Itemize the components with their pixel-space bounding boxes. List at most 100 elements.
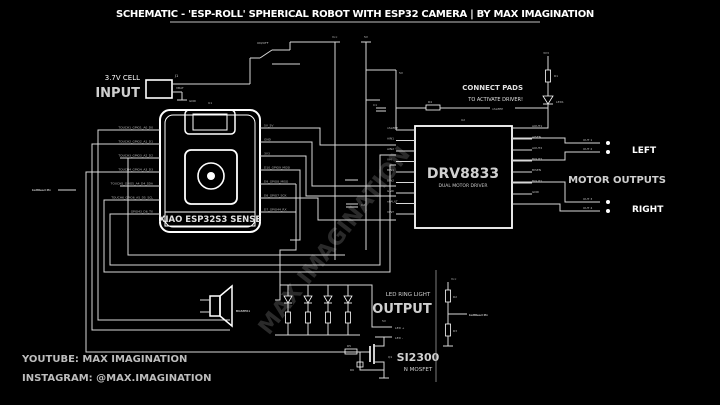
c2-label: C2 xyxy=(361,203,365,207)
youtube-credit: YOUTUBE: MAX IMAGINATION xyxy=(21,354,187,365)
rail-vbat-label: Vcc xyxy=(332,35,338,39)
buzzer-icon xyxy=(209,295,221,317)
resistor-r4 xyxy=(425,104,441,111)
buzzer: BUZZER1 xyxy=(200,284,250,328)
led-diode-icon xyxy=(303,295,313,304)
led-plus-label: LED + xyxy=(395,326,405,330)
module-name: XIAO ESP32S3 SENSE xyxy=(159,215,262,225)
connect-pads-line2: TO ACTIVATE DRIVER! xyxy=(467,97,523,103)
r2-label: R2 xyxy=(453,295,457,299)
page-title: SCHEMATIC - 'ESP-ROLL' SPHERICAL ROBOT W… xyxy=(116,9,594,20)
led-ring-label-2: OUTPUT xyxy=(372,302,432,317)
resistor-r6 xyxy=(356,361,364,368)
connect-pads-line1: CONNECT PADS xyxy=(462,84,523,92)
esp-left-pin-label: TOUCH2_GPIO2_A1_D1 xyxy=(117,140,153,144)
led-diode-icon xyxy=(283,295,293,304)
drv-right-pin-label: AOUT2 xyxy=(532,146,542,150)
rail-vm-label: 5V xyxy=(399,71,404,75)
j1-label: J1 xyxy=(174,74,178,78)
drv-right-pin-label: BISEN xyxy=(532,168,541,172)
esp-left-pin-label: GPIO43_D6_TX xyxy=(131,210,153,214)
left-label: LEFT xyxy=(632,146,657,156)
esp-right-pin-label: D10_GPIO9_MOSI xyxy=(264,166,290,170)
camera-connector xyxy=(184,109,236,135)
esp32-module: U1 XIAO ESP32S3 SENSE TOUCH1_GPIO1_A0_D0… xyxy=(32,101,296,233)
out1-terminal xyxy=(606,141,610,145)
drv-left-pin-label: nSLEEP xyxy=(387,126,398,130)
divider-output-label: battRead Pin xyxy=(469,313,488,317)
c1-label: C1 xyxy=(373,103,377,107)
led-array xyxy=(283,285,353,335)
drv8833-driver: U2 DRV8833 DUAL MOTOR DRIVER nSLEEPAIN1A… xyxy=(387,51,564,229)
motor-outputs-label: MOTOR OUTPUTS xyxy=(568,175,666,186)
drv-right-pin-label: BOUT2 xyxy=(532,157,542,161)
out3-terminal xyxy=(606,200,610,204)
mosfet-label-1: SI2300 xyxy=(397,351,440,364)
esp32-board-outline xyxy=(159,109,261,233)
out1-label: OUT 1 xyxy=(583,138,592,142)
vbat-label: VBAT xyxy=(176,86,184,90)
r3-label: R3 xyxy=(453,329,457,333)
cell-label-top: 3.7V CELL xyxy=(105,74,140,82)
esp-left-pin-label: TOUCH1_GPIO1_A0_D0 xyxy=(117,126,153,130)
drv-name: DRV8833 xyxy=(427,166,499,182)
drv-right-pin-label: AISEN xyxy=(532,135,541,139)
gnd-label: GND xyxy=(189,99,197,103)
r4-label: R4 xyxy=(428,100,432,104)
divider-vcc-label: Vcc xyxy=(451,277,457,281)
control-wiring xyxy=(85,127,396,353)
drv-right-pin-label: GND xyxy=(532,190,540,194)
battery-divider: Vcc R2 battRead Pin R3 xyxy=(435,270,488,382)
mosfet-label-2: N MOSFET xyxy=(404,367,433,373)
led-diode-icon xyxy=(323,295,333,304)
drv-right-pin-label: AOUT1 xyxy=(532,124,542,128)
cell-label-bottom: INPUT xyxy=(95,86,140,101)
drv-left-pin-label: BIN1 xyxy=(387,168,394,172)
r6-label: R6 xyxy=(350,368,354,372)
ring-5v-label: 5V xyxy=(382,319,387,323)
drv8833-body xyxy=(414,125,513,229)
resistor-r2 xyxy=(445,289,451,303)
led1-rail-label: 3V3 xyxy=(543,51,549,55)
mosfet-circuit: R5 Q1 R6 SI2300 N MOSFET xyxy=(330,336,440,379)
esp-right-pin-label: GND xyxy=(264,138,272,142)
led1-label: LED1 xyxy=(556,100,564,104)
esp32-right-pins: 5V_5VGND3V3D10_GPIO9_MOSID9_GPIO8_MISOD8… xyxy=(260,124,296,213)
drv-left-pin-label: BIN2 xyxy=(387,179,394,183)
led-resistor xyxy=(305,311,311,324)
motor-outputs: OUT 1 OUT 2 OUT 3 OUT 4 LEFT RIGHT MOTOR… xyxy=(512,137,666,215)
r5-label: R5 xyxy=(347,344,351,348)
esp-right-pin-label: 3V3 xyxy=(264,152,270,156)
drv-subtitle: DUAL MOTOR DRIVER xyxy=(438,183,487,189)
led-diode-icon xyxy=(343,295,353,304)
batt-read-label: battRead Pin xyxy=(32,188,51,192)
buzzer-label: BUZZER1 xyxy=(236,309,250,313)
instagram-credit: INSTAGRAM: @MAX.IMAGINATION xyxy=(22,373,211,384)
q1-label: Q1 xyxy=(388,355,392,359)
switch-label: ON/OFF xyxy=(257,41,269,45)
drv-left-pin-label: GND xyxy=(387,189,395,193)
drv-left-pin-label: VM xyxy=(387,158,392,162)
drv-left-pin-label: VINT xyxy=(387,210,394,214)
out4-label: OUT 4 xyxy=(583,206,592,210)
led-resistor xyxy=(325,311,331,324)
rail-5v-label: 5V xyxy=(364,35,369,39)
out2-terminal xyxy=(606,150,610,154)
esp32-left-pins: TOUCH1_GPIO1_A0_D0TOUCH2_GPIO2_A1_D1TOUC… xyxy=(110,126,160,215)
battery-connector-j1 xyxy=(145,79,173,99)
out4-terminal xyxy=(606,209,610,213)
esp-left-pin-label: TOUCH5_GPIO5_A4_D4_SDA xyxy=(110,182,154,186)
led1-diode-icon xyxy=(542,95,554,105)
esp-right-pin-label: D9_GPIO8_MISO xyxy=(264,180,289,184)
drv-left-pin-label: AIN1 xyxy=(387,137,394,141)
led-resistor xyxy=(345,311,351,324)
esp-right-pin-label: D7_GPIO44_RX xyxy=(264,208,287,212)
nsleep-pad-label: nSLEEP xyxy=(492,107,503,111)
right-label: RIGHT xyxy=(632,205,664,215)
u2-label: U2 xyxy=(461,118,465,122)
drv-left-pin-label: nFAULT xyxy=(387,200,398,204)
drv-left-pin-label: AIN2 xyxy=(387,147,394,151)
esp-right-pin-label: D8_GPIO7_SCK xyxy=(264,194,288,198)
